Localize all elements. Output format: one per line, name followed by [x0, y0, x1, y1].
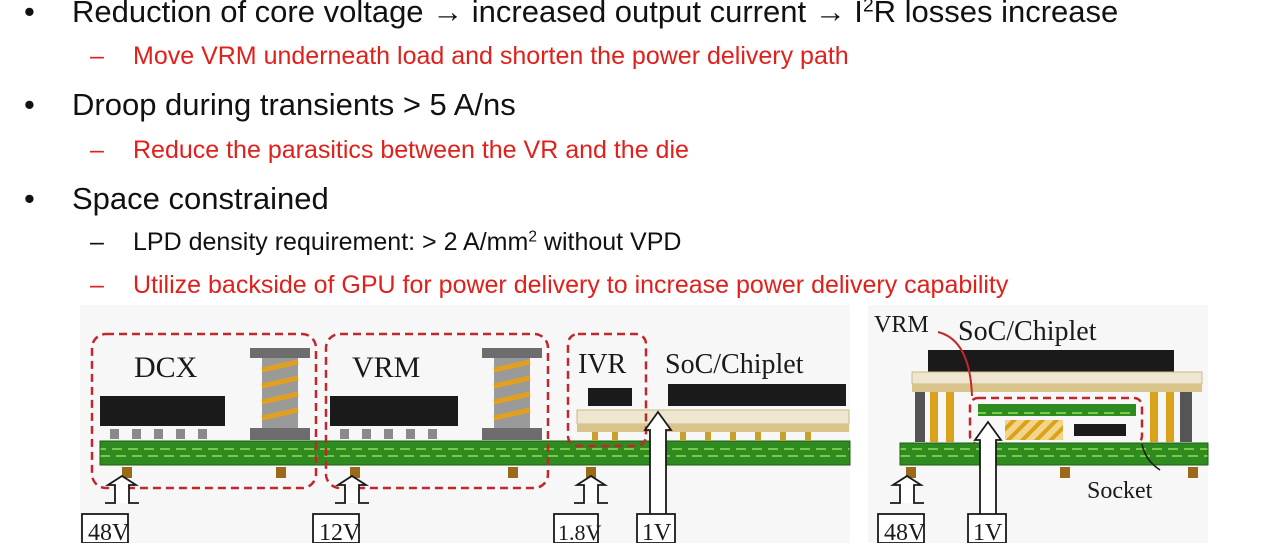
arrow-48v-right: [889, 474, 925, 504]
vrm-module-board: [978, 404, 1136, 416]
arrow-1v-right: [973, 420, 1003, 516]
voltage-1v: 1V: [642, 520, 672, 543]
sub-bullet-marker: –: [90, 136, 104, 164]
voltage-1p8v: 1.8V: [558, 520, 602, 543]
bullet-3-sub-2: Utilize backside of GPU for power delive…: [133, 271, 1009, 299]
vrm-chip: [330, 396, 458, 439]
bullet-2-sub-1: Reduce the parasitics between the VR and…: [133, 136, 689, 164]
dcx-label: DCX: [134, 351, 198, 384]
arrow-1v: [643, 410, 673, 516]
bullet-marker: •: [24, 87, 35, 122]
arrow-12v: [334, 474, 370, 504]
arrow-48v: [104, 474, 140, 504]
ivr-dashed-box: [566, 332, 648, 448]
sub-bullet-marker: –: [90, 42, 104, 70]
ivr-label: IVR: [578, 349, 627, 380]
dcx-chip: [100, 396, 225, 439]
socket-label: Socket: [1087, 478, 1153, 504]
vrm-label: VRM: [352, 351, 420, 384]
pcb-board-right: [899, 442, 1209, 466]
bullet-3-sub-1: LPD density requirement: > 2 A/mm2 witho…: [133, 228, 682, 256]
voltage-12v: 12V: [319, 520, 361, 543]
sub-bullet-marker: –: [90, 271, 104, 299]
soc-die-right: [928, 350, 1174, 372]
arrow-1p8v: [573, 474, 609, 504]
bullet-marker: •: [24, 181, 35, 216]
vrm-chip-right: [1074, 424, 1126, 436]
bullet-1-text: Reduction of core voltage → increased ou…: [72, 0, 1119, 29]
bullet-3-text: Space constrained: [72, 181, 329, 216]
soc-label: SoC/Chiplet: [665, 349, 804, 380]
dcx-dashed-box: [90, 332, 318, 490]
bullet-marker: •: [24, 0, 35, 29]
voltage-1v-right: 1V: [973, 520, 1003, 543]
ivr-chip: [588, 388, 632, 406]
vrm-dashed-box: [324, 332, 550, 490]
dcx-inductor: [250, 348, 310, 440]
sub-bullet-marker: –: [90, 228, 104, 256]
soc-die: [668, 384, 846, 406]
power-delivery-diagram: DCX VRM IVR SoC/Chiplet 48V 12V 1.8V 1V: [80, 305, 1209, 543]
vrm-label-right: VRM: [874, 312, 929, 338]
vrm-inductor-right: [1005, 420, 1063, 440]
bullet-1-sub-1: Move VRM underneath load and shorten the…: [133, 42, 849, 70]
diagram-right: VRM SoC/Chiplet Socket 48V 1V: [874, 312, 1209, 543]
diagram-left: DCX VRM IVR SoC/Chiplet 48V 12V 1.8V 1V: [81, 332, 851, 543]
pcb-board: [99, 440, 851, 466]
voltage-48v: 48V: [88, 520, 130, 543]
voltage-48v-right: 48V: [884, 520, 926, 543]
soc-label-right: SoC/Chiplet: [958, 316, 1097, 347]
bullet-2-text: Droop during transients > 5 A/ns: [72, 87, 516, 122]
soc-package: [576, 384, 850, 441]
socket-leader-line: [1141, 443, 1161, 471]
vrm-leader-line: [937, 331, 973, 397]
vrm-inductor: [482, 348, 542, 440]
